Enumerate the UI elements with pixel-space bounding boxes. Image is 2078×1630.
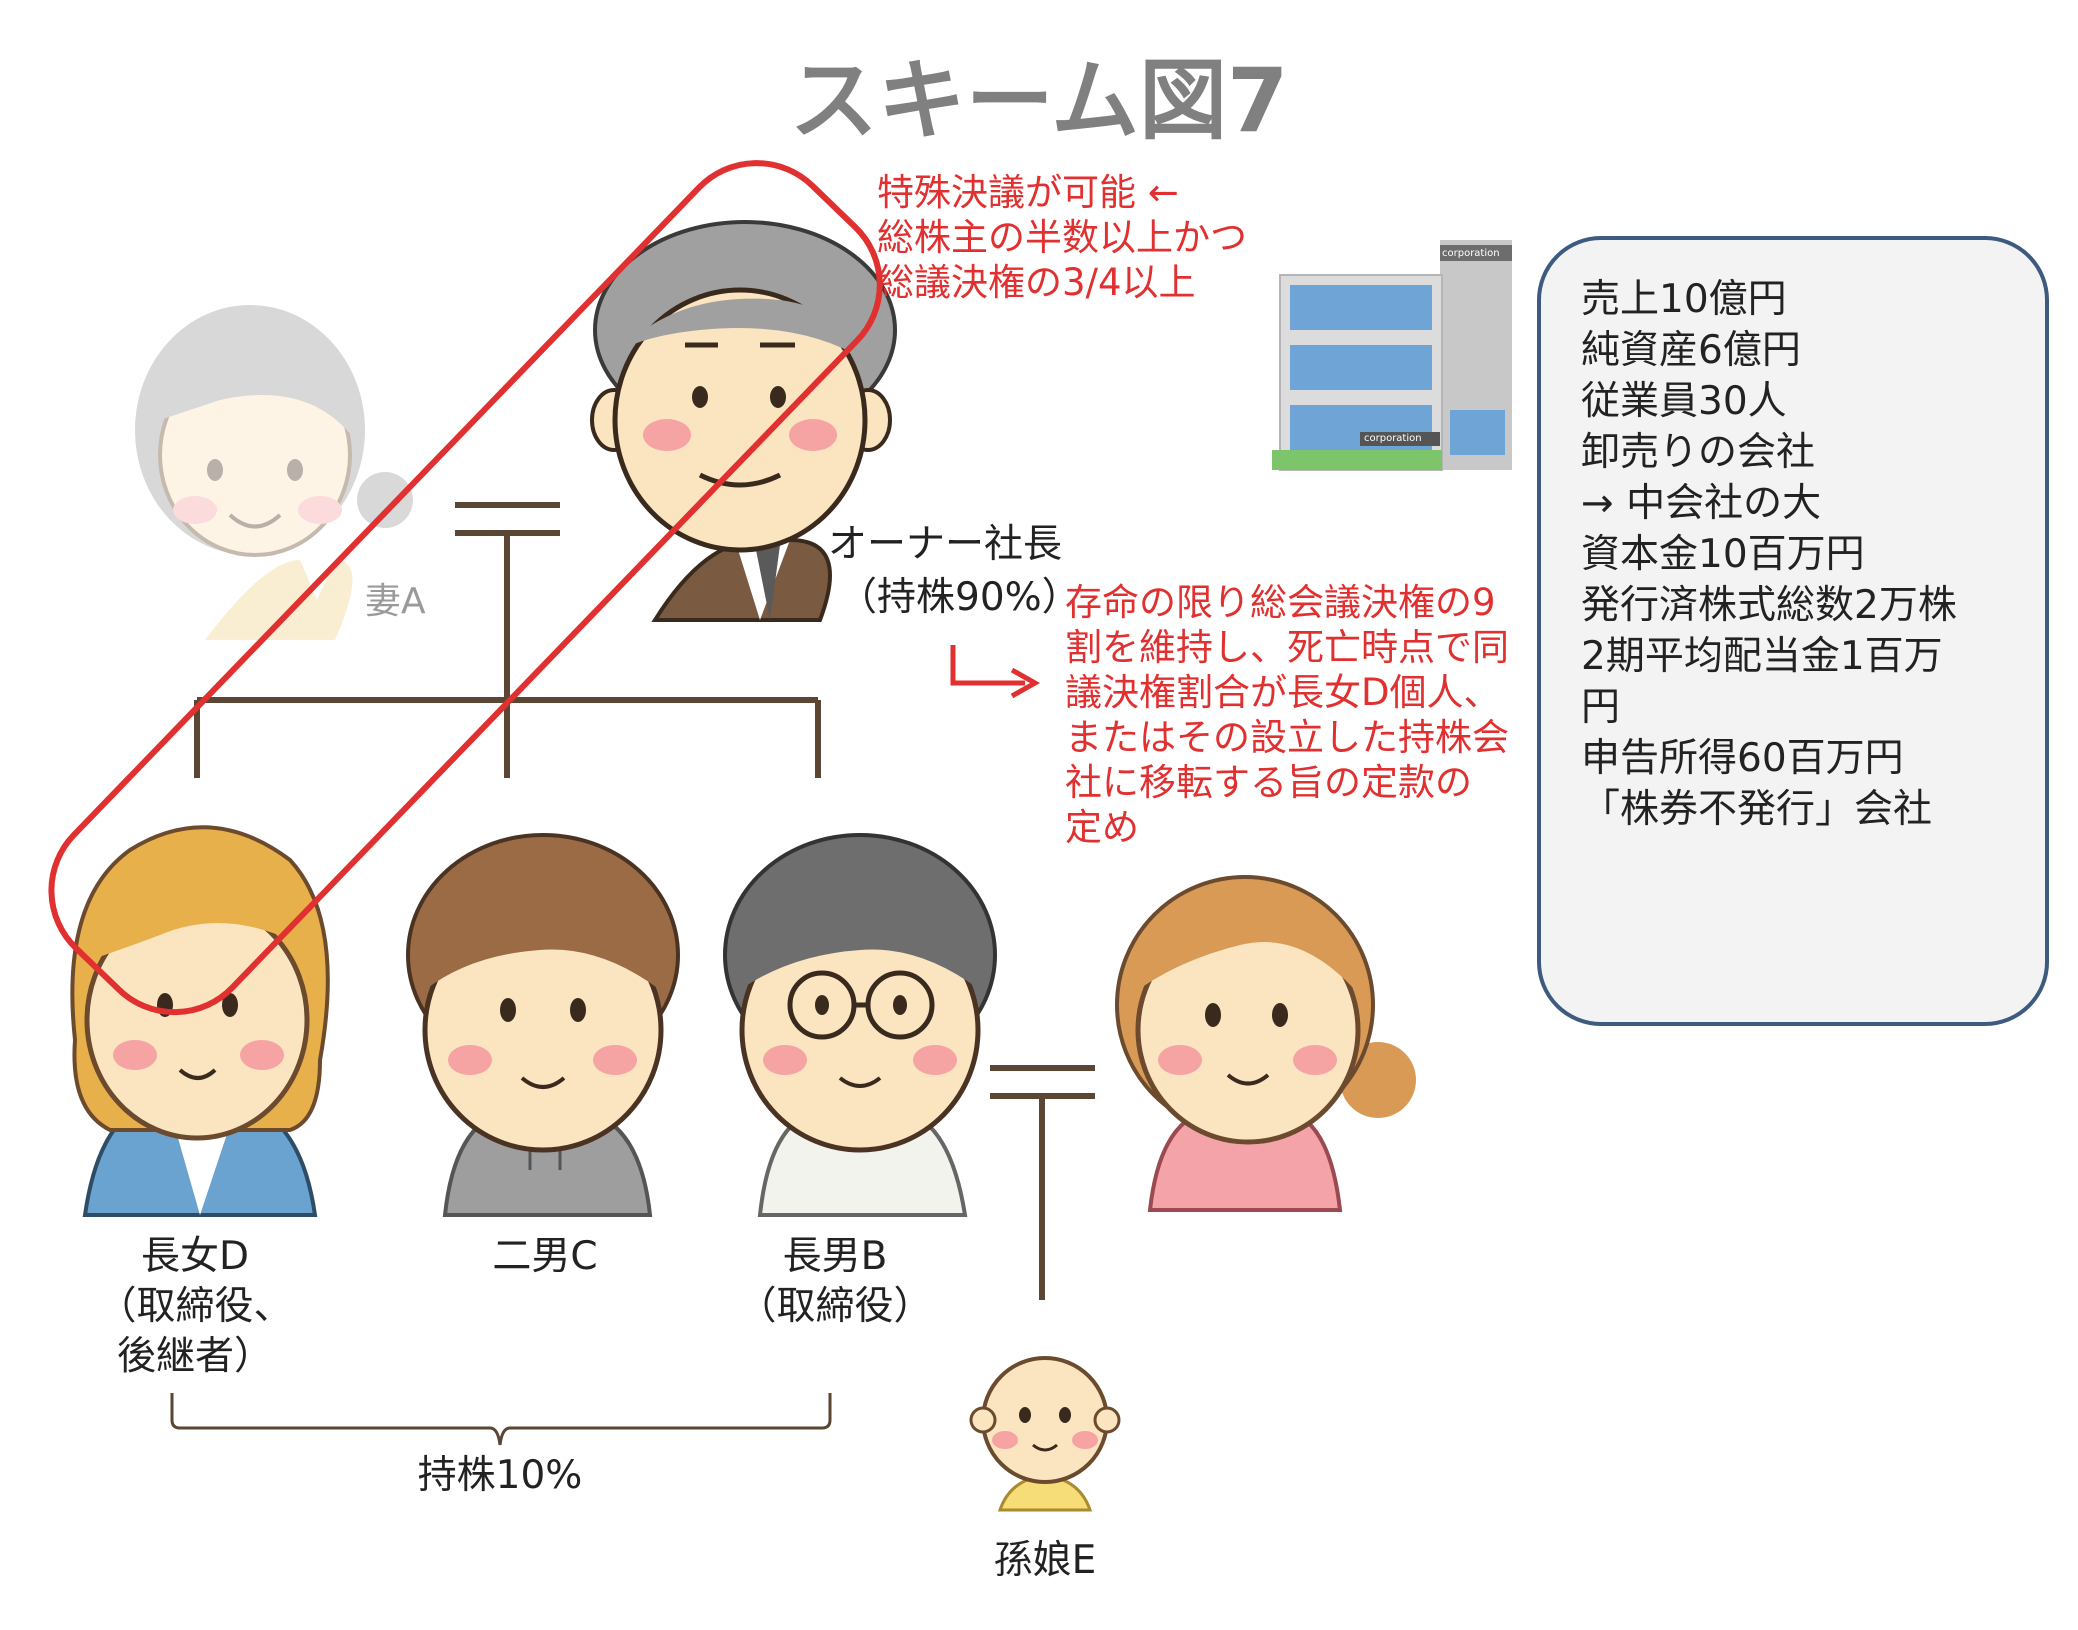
- note-line: 割を維持し、死亡時点で同: [1065, 626, 1509, 669]
- info-line: 円: [1581, 685, 1621, 730]
- note-line: 特殊決議が可能 ←: [877, 171, 1179, 214]
- note-line: 総株主の半数以上かつ: [877, 216, 1247, 259]
- info-line: 2期平均配当金1百万: [1581, 634, 1943, 679]
- red-arrow-head: [1010, 667, 1041, 699]
- successor-highlight-box: [48, 160, 883, 1016]
- info-line: 売上10億円: [1581, 277, 1787, 322]
- note-line: 社に移転する旨の定款の: [1065, 761, 1472, 804]
- articles-provision-note: 存命の限り総会議決権の9 割を維持し、死亡時点で同 議決権割合が長女D個人、 ま…: [1065, 580, 1509, 850]
- owner-figure: [590, 220, 897, 622]
- shareholding-bracket: [170, 1393, 832, 1446]
- info-line: 従業員30人: [1581, 379, 1787, 424]
- info-line: 申告所得60百万円: [1581, 736, 1904, 781]
- eldest-daughter-label: 長女D （取締役、 後継者）: [80, 1232, 310, 1382]
- info-line: 純資産6億円: [1581, 328, 1801, 373]
- owner-label: オーナー社長: [828, 522, 1063, 567]
- eldest-daughter-figure: [70, 825, 330, 1217]
- label-line: 長女D: [140, 1234, 250, 1279]
- label-line: （取締役、: [97, 1284, 293, 1329]
- marriage-line-son: [990, 1065, 1095, 1300]
- info-line: 「株券不発行」会社: [1581, 787, 1933, 832]
- label-line: （取締役）: [737, 1284, 933, 1329]
- company-info-box: 売上10億円 純資産6億円 従業員30人 卸売りの会社 → 中会社の大 資本金1…: [1537, 236, 2049, 1026]
- granddaughter-label: 孫娘E: [993, 1538, 1097, 1583]
- note-line: 議決権割合が長女D個人、: [1065, 671, 1501, 714]
- building-sign-top: corporation: [1442, 248, 1500, 259]
- children-shareholding-label: 持株10%: [417, 1453, 583, 1498]
- info-line: → 中会社の大: [1581, 481, 1822, 526]
- note-line: 総議決権の3/4以上: [877, 261, 1196, 304]
- granddaughter-figure: [969, 1356, 1121, 1512]
- red-arrow: [950, 645, 1025, 686]
- wife-label: 妻A: [365, 581, 426, 622]
- info-line: 資本金10百万円: [1581, 532, 1865, 577]
- label-line: 後継者）: [116, 1334, 273, 1379]
- note-line: またはその設立した持株会: [1065, 716, 1509, 759]
- note-line: 存命の限り総会議決権の9: [1065, 581, 1496, 624]
- info-line: 発行済株式総数2万株: [1581, 583, 1957, 628]
- note-line: 定め: [1065, 806, 1139, 849]
- info-line: 卸売りの会社: [1581, 430, 1816, 475]
- second-son-figure: [406, 833, 680, 1217]
- eldest-son-figure: [723, 833, 997, 1217]
- company-building: [1272, 240, 1512, 471]
- second-son-label: 二男C: [492, 1234, 598, 1279]
- special-resolution-note: 特殊決議が可能 ← 総株主の半数以上かつ 総議決権の3/4以上: [877, 170, 1247, 305]
- owner-shareholding: （持株90%）: [838, 575, 1081, 620]
- label-line: 長男B: [782, 1234, 888, 1279]
- son-wife-figure: [1115, 875, 1416, 1212]
- eldest-son-label: 長男B （取締役）: [720, 1232, 950, 1332]
- page-title: スキーム図7: [789, 49, 1289, 152]
- building-sign-door: corporation: [1364, 433, 1422, 444]
